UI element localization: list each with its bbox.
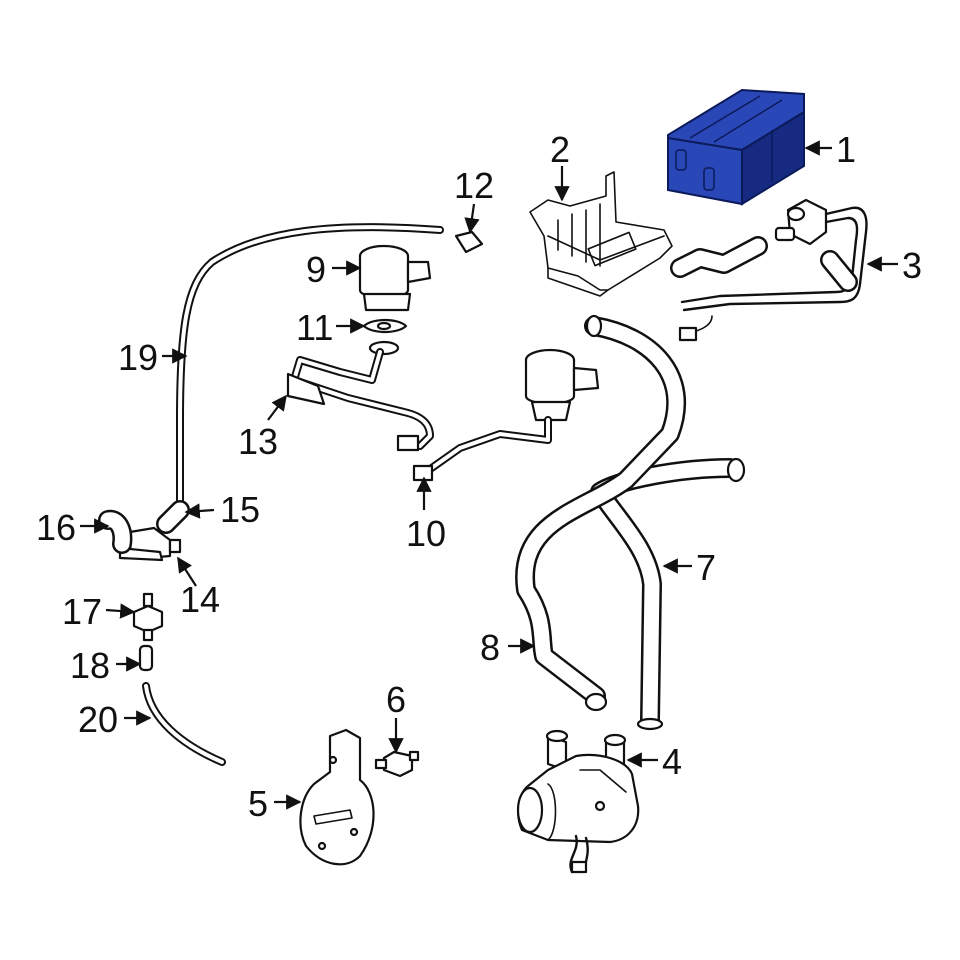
vacuum-line-20[interactable] — [142, 682, 226, 766]
callout-18: 18 — [70, 645, 110, 686]
callout-2: 2 — [550, 129, 570, 170]
callout-14: 14 — [180, 579, 220, 620]
pump-bracket[interactable] — [299, 728, 375, 866]
gasket-11[interactable] — [362, 318, 408, 334]
callout-17: 17 — [62, 591, 102, 632]
callout-arrows — [80, 140, 898, 810]
callout-7: 7 — [696, 547, 716, 588]
arrow-14 — [177, 556, 197, 587]
check-valve-6[interactable] — [374, 750, 420, 778]
hose-16[interactable] — [98, 509, 133, 554]
hose-18[interactable] — [138, 644, 154, 672]
purge-valve-hose-assembly[interactable] — [670, 198, 868, 342]
callout-5: 5 — [248, 783, 268, 824]
check-valve-17[interactable] — [132, 592, 164, 642]
callout-19: 19 — [118, 337, 158, 378]
callout-9: 9 — [306, 249, 326, 290]
hose-15[interactable] — [156, 500, 190, 534]
air-pipe-13[interactable] — [286, 340, 434, 452]
callout-8: 8 — [480, 627, 500, 668]
callout-3: 3 — [902, 245, 922, 286]
callout-16: 16 — [36, 507, 76, 548]
callout-6: 6 — [386, 679, 406, 720]
air-injection-valve-9[interactable] — [358, 244, 432, 312]
canister-bracket[interactable] — [529, 171, 673, 297]
callout-10: 10 — [406, 513, 446, 554]
secondary-air-pump[interactable] — [516, 729, 640, 874]
arrow-17 — [105, 603, 136, 619]
callout-labels: 1 2 3 4 5 6 7 8 9 10 11 12 13 14 15 16 1… — [36, 129, 922, 824]
solenoid-valve-14[interactable] — [118, 526, 182, 562]
arrow-15 — [184, 503, 215, 519]
callout-1: 1 — [836, 129, 856, 170]
arrow-13 — [267, 394, 287, 421]
air-hose-8[interactable] — [515, 314, 687, 712]
callout-13: 13 — [238, 421, 278, 462]
callout-4: 4 — [662, 741, 682, 782]
arrow-12 — [464, 203, 480, 234]
callout-11: 11 — [296, 307, 333, 348]
air-pipe-10[interactable] — [412, 348, 600, 482]
air-hose-7[interactable] — [590, 457, 746, 731]
callout-15: 15 — [220, 489, 260, 530]
callout-12: 12 — [454, 165, 494, 206]
callout-20: 20 — [78, 699, 118, 740]
connector-12[interactable] — [454, 230, 484, 254]
charcoal-canister[interactable] — [667, 88, 805, 206]
